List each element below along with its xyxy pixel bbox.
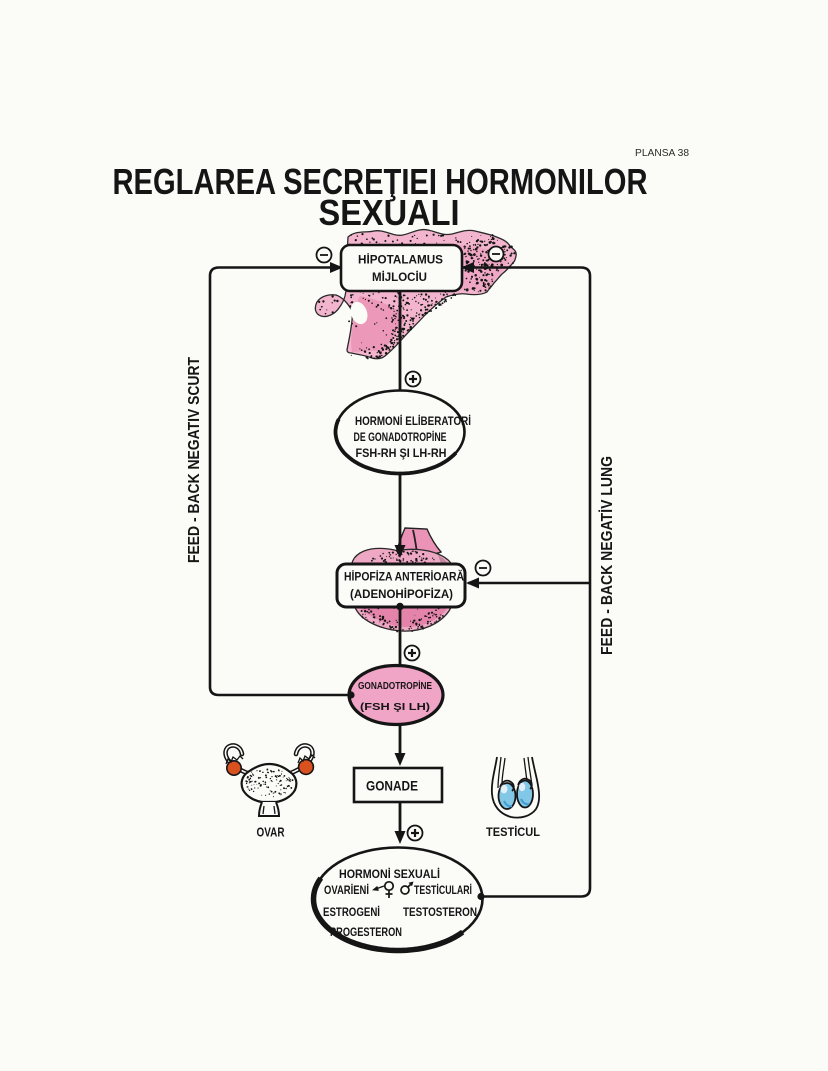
svg-text:HİPOTALAMUS: HİPOTALAMUS bbox=[358, 252, 443, 267]
svg-text:HİPOFİZA ANTERİOARĂ: HİPOFİZA ANTERİOARĂ bbox=[344, 571, 464, 584]
svg-text:FSH-RH ŞI LH-RH: FSH-RH ŞI LH-RH bbox=[356, 446, 447, 460]
svg-text:MİJLOCİU: MİJLOCİU bbox=[372, 269, 427, 284]
svg-text:SEXUALI: SEXUALI bbox=[319, 192, 460, 233]
svg-text:OVAR: OVAR bbox=[257, 826, 285, 840]
svg-text:HORMONİ ELİBERATORİ: HORMONİ ELİBERATORİ bbox=[355, 413, 471, 428]
svg-text:DE GONADOTROPİNE: DE GONADOTROPİNE bbox=[354, 429, 447, 444]
svg-text:TESTİCUL: TESTİCUL bbox=[486, 824, 540, 839]
svg-text:PLANSA 38: PLANSA 38 bbox=[635, 147, 689, 159]
svg-text:FEED - BACK NEGATIV SCURT: FEED - BACK NEGATIV SCURT bbox=[186, 357, 203, 563]
svg-text:TESTOSTERON: TESTOSTERON bbox=[403, 907, 477, 919]
svg-text:GONADE: GONADE bbox=[366, 778, 418, 794]
svg-text:ESTROGENİ: ESTROGENİ bbox=[323, 906, 380, 919]
svg-text:HORMONİ SEXUALİ: HORMONİ SEXUALİ bbox=[339, 868, 440, 881]
svg-text:FEED - BACK NEGATİV LUNG: FEED - BACK NEGATİV LUNG bbox=[599, 456, 616, 655]
svg-text:(ADENOHİPOFİZA): (ADENOHİPOFİZA) bbox=[350, 588, 453, 601]
svg-text:OVARİENİ: OVARİENİ bbox=[324, 884, 369, 897]
svg-text:GONADOTROPİNE: GONADOTROPİNE bbox=[358, 679, 432, 692]
svg-text:REGLAREA SECREŢIEI HORMONILOR: REGLAREA SECREŢIEI HORMONILOR bbox=[113, 161, 648, 202]
svg-text:PROGESTERON: PROGESTERON bbox=[330, 927, 402, 939]
svg-text:TESTİCULARİ: TESTİCULARİ bbox=[414, 884, 472, 897]
svg-text:(FSH ŞI LH): (FSH ŞI LH) bbox=[360, 701, 430, 713]
